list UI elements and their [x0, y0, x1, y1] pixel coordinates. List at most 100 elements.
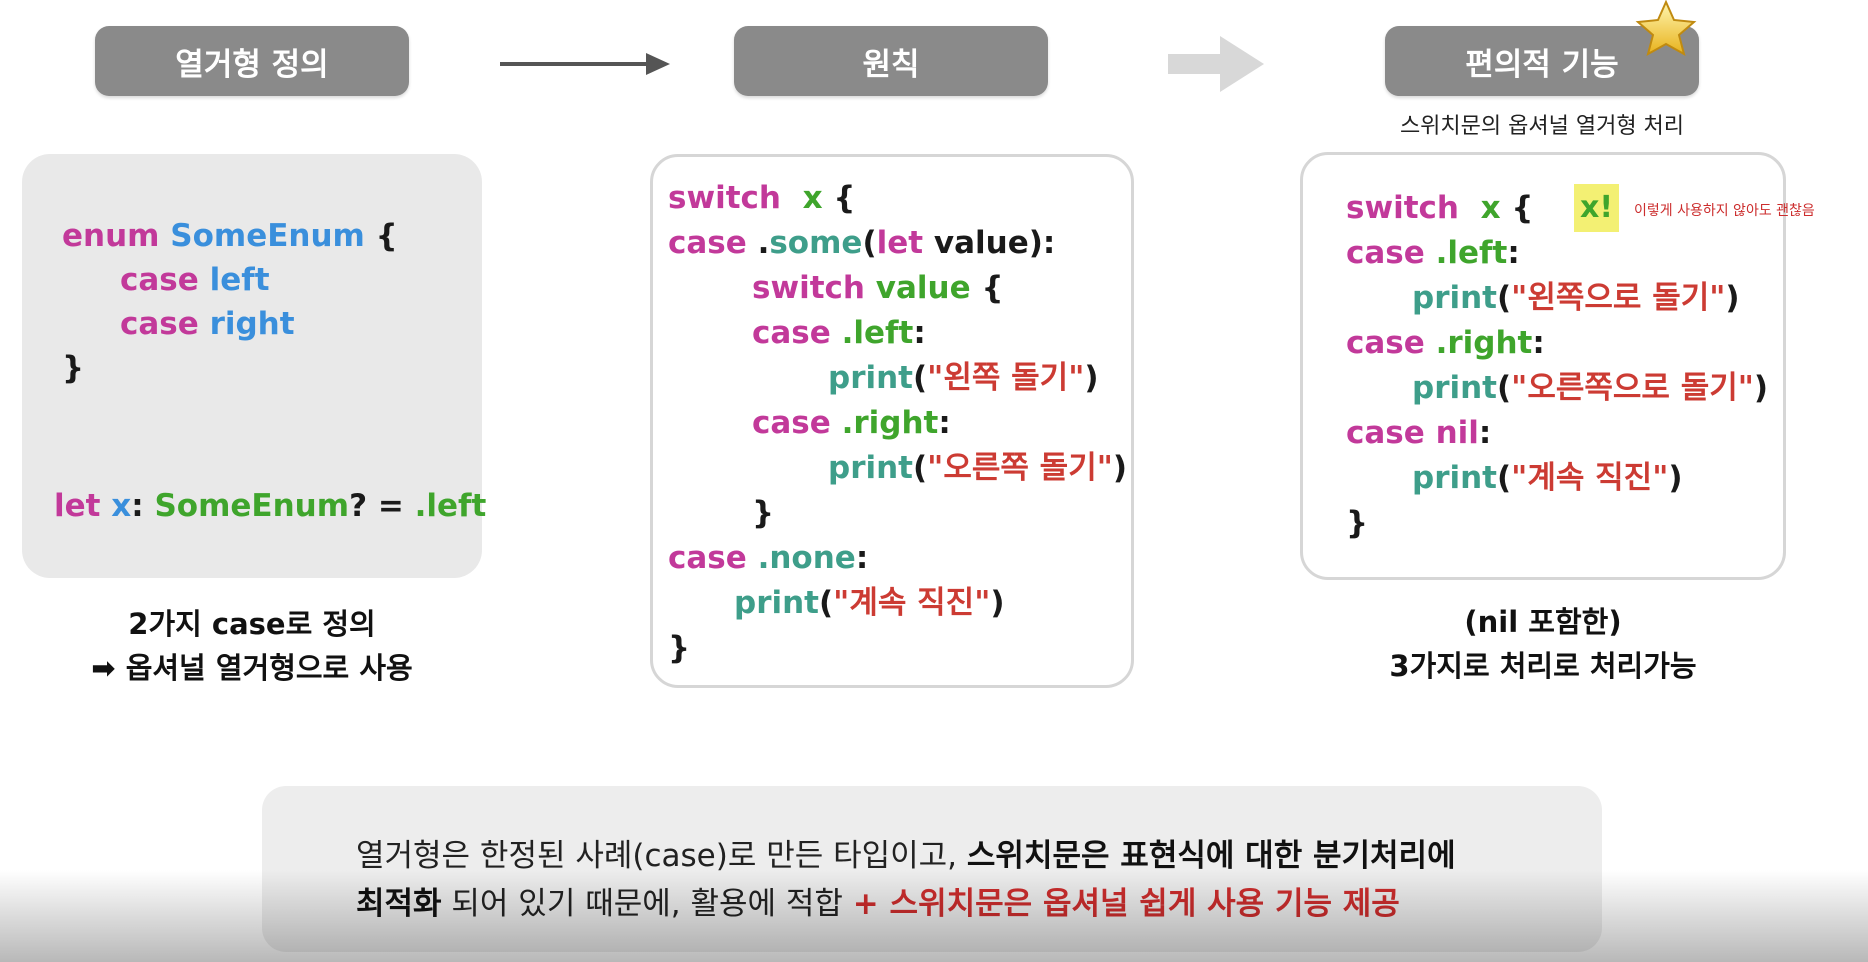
summary-highlight: + 스위치문은 옵셔널 쉽게 사용 기능 제공: [852, 886, 1400, 922]
paren-token: ): [1668, 460, 1683, 496]
keyword-token: case: [1346, 235, 1425, 271]
colon-token: :: [1532, 325, 1545, 361]
keyword-token: case: [752, 315, 831, 351]
summary-text: 열거형은 한정된 사례(case)로 만든 타입이고,: [356, 838, 967, 874]
code-line: case .some(let value):: [668, 221, 1055, 266]
dot-token: .: [746, 225, 770, 261]
enum-caption: 2가지 case로 정의 ➡ 옵셔널 열거형으로 사용: [22, 602, 482, 690]
variable-token: value: [875, 270, 971, 306]
code-line: let x: SomeEnum? = .left: [54, 484, 486, 529]
arrow-right-icon: [500, 53, 670, 75]
string-token: "왼쪽 돌기": [927, 360, 1085, 396]
code-line: print("계속 직진"): [1412, 456, 1683, 501]
step-enum-definition-label: 열거형 정의: [95, 26, 409, 96]
code-line: case .left:: [752, 311, 926, 356]
caption-line: 3가지로 처리로 처리가능: [1389, 649, 1697, 683]
keyword-token: switch: [668, 180, 781, 216]
paren-token: (: [913, 450, 928, 486]
step2-text: 원칙: [862, 46, 920, 83]
binding-token: value):: [923, 225, 1056, 261]
case-token: .left: [1435, 235, 1508, 271]
keyword-token: switch: [1346, 190, 1459, 226]
caption-line: 2가지 case로 정의: [128, 607, 376, 641]
summary-line-2: 최적화 되어 있기 때문에, 활용에 적합 + 스위치문은 옵셔널 쉽게 사용 …: [356, 878, 1400, 923]
operator-token: ? =: [349, 488, 415, 524]
variable-token: x: [802, 180, 823, 216]
case-token: .none: [757, 540, 856, 576]
code-line: case .right:: [1346, 321, 1545, 366]
keyword-token: case: [120, 306, 199, 342]
paren-token: (: [913, 360, 928, 396]
function-token: print: [828, 360, 913, 396]
keyword-token: switch: [752, 270, 865, 306]
code-line: }: [1346, 501, 1368, 546]
code-line: case .none:: [668, 536, 868, 581]
brace-token: {: [833, 180, 856, 216]
paren-token: (: [1497, 370, 1512, 406]
convenience-caption: (nil 포함한) 3가지로 처리로 처리가능: [1300, 600, 1786, 688]
paren-token: (: [1497, 460, 1512, 496]
case-token: .right: [841, 405, 939, 441]
keyword-token: case: [1346, 415, 1425, 451]
keyword-token: enum: [62, 218, 160, 254]
value-token: .left: [414, 488, 487, 524]
keyword-token: case: [752, 405, 831, 441]
code-line: print("계속 직진"): [734, 581, 1005, 626]
string-token: "오른쪽 돌기": [927, 450, 1113, 486]
paren-token: ): [1753, 370, 1769, 406]
function-token: print: [828, 450, 913, 486]
enum-definition-card: [22, 154, 482, 578]
brace-token: {: [1511, 190, 1534, 226]
arrow-right-light-icon: [1168, 36, 1264, 92]
principle-code-block: switch x { case .some(let value): switch…: [668, 176, 1127, 716]
colon-token: :: [1507, 235, 1520, 271]
paren-token: ): [1112, 450, 1128, 486]
colon-token: :: [938, 405, 951, 441]
case-name-token: left: [209, 262, 270, 298]
step3-text: 편의적 기능: [1465, 46, 1619, 83]
brace-token: }: [752, 495, 775, 531]
step1-text: 열거형 정의: [175, 46, 329, 83]
summary-emphasis: 최적화: [356, 886, 442, 922]
brace-token: }: [62, 350, 85, 386]
case-token: some: [769, 225, 863, 261]
brace-token: {: [375, 218, 398, 254]
convenience-code-card: [1300, 152, 1786, 580]
code-line: case nil:: [1346, 411, 1491, 456]
nil-token: nil: [1435, 415, 1479, 451]
keyword-token: case: [1346, 325, 1425, 361]
string-token: "왼쪽으로 돌기": [1511, 280, 1726, 316]
brace-token: }: [1346, 505, 1369, 541]
colon-token: :: [855, 540, 869, 576]
keyword-token: case: [668, 540, 747, 576]
function-token: print: [1412, 370, 1497, 406]
brace-token: {: [981, 270, 1004, 306]
code-line: case left: [120, 258, 270, 303]
summary-box: 열거형은 한정된 사례(case)로 만든 타입이고, 스위치문은 표현식에 대…: [262, 786, 1602, 952]
string-token: "계속 직진": [833, 585, 991, 621]
keyword-token: case: [120, 262, 199, 298]
paren-token: ): [1084, 360, 1099, 396]
star-icon: [1635, 0, 1697, 56]
string-token: "오른쪽으로 돌기": [1511, 370, 1754, 406]
case-token: .left: [841, 315, 914, 351]
code-line: switch x {: [668, 176, 855, 221]
code-line: }: [62, 346, 84, 391]
keyword-token: case: [668, 225, 747, 261]
paren-token: ): [990, 585, 1005, 621]
principle-code-card: [650, 154, 1134, 688]
summary-line-1: 열거형은 한정된 사례(case)로 만든 타입이고, 스위치문은 표현식에 대…: [356, 830, 1456, 875]
string-token: "계속 직진": [1511, 460, 1669, 496]
paren-token: (: [1497, 280, 1512, 316]
variable-token: x: [1480, 190, 1501, 226]
optional-note: 이렇게 사용하지 않아도 괜찮음: [1634, 203, 1815, 219]
colon-token: :: [1478, 415, 1492, 451]
code-line: print("왼쪽으로 돌기"): [1412, 276, 1740, 321]
code-line: switch value {: [752, 266, 1004, 311]
case-token: .right: [1435, 325, 1533, 361]
function-token: print: [1412, 280, 1497, 316]
code-line: print("오른쪽으로 돌기"): [1412, 366, 1768, 411]
function-token: print: [1412, 460, 1497, 496]
step-convenience-label: 편의적 기능: [1385, 26, 1699, 96]
code-line: case right: [120, 302, 295, 347]
